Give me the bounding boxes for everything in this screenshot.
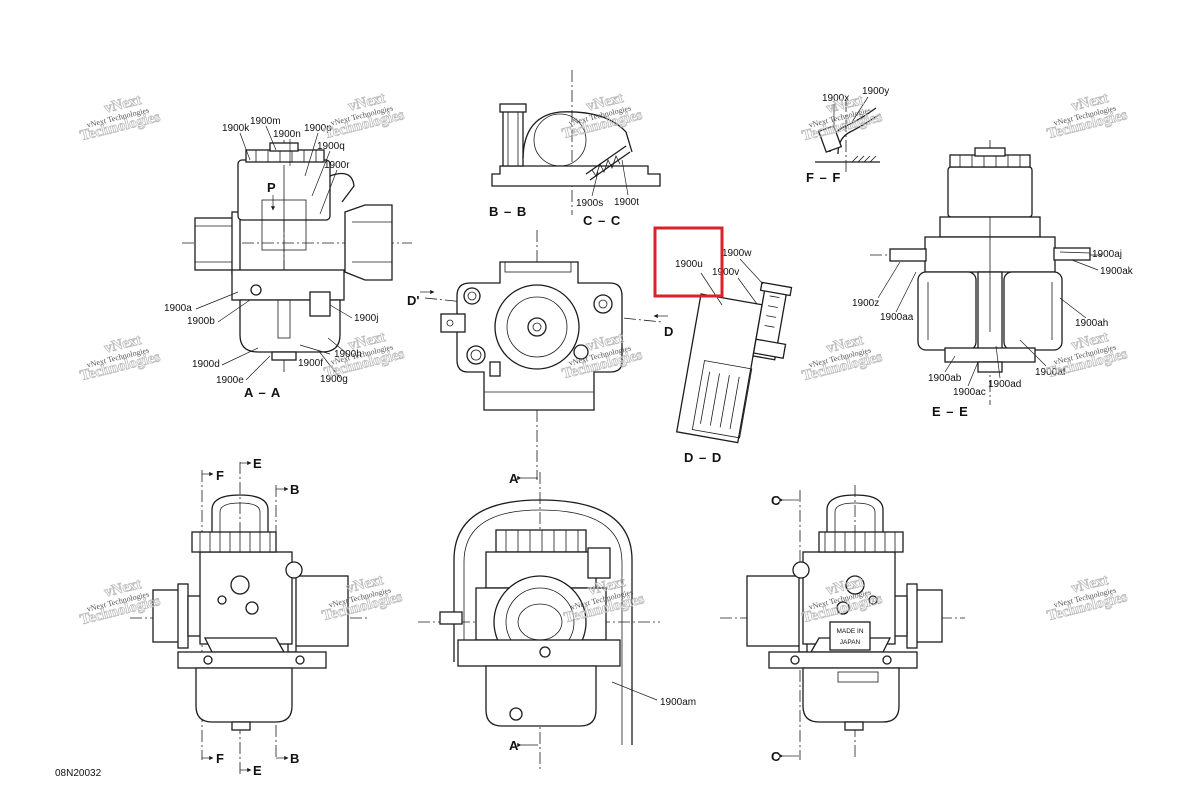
callout-1900f: 1900f: [298, 358, 323, 369]
section-marker-f-top: F: [216, 468, 224, 483]
view-a-a: P 1900k 1900m 1900n 1900p 1900q 1900r 19…: [164, 116, 412, 400]
view-side-left: F E B F E B: [130, 456, 370, 778]
callout-1900t: 1900t: [614, 197, 639, 208]
callout-1900u: 1900u: [675, 259, 703, 270]
callouts-a-a: 1900k 1900m 1900n 1900p 1900q 1900r 1900…: [164, 116, 378, 386]
view-front: A A 1900am: [418, 471, 696, 772]
callout-1900ac: 1900ac: [953, 387, 986, 398]
callout-1900ad: 1900ad: [988, 379, 1021, 390]
callout-1900am: 1900am: [660, 697, 696, 708]
intake-bore: [194, 211, 241, 275]
vent-tube: [453, 499, 633, 745]
view-b-b-c-c: 1900s 1900t B – B C – C: [489, 70, 661, 228]
flow-marker: P: [267, 180, 276, 211]
callout-1900aj: 1900aj: [1092, 249, 1122, 260]
view-title-c-c: C – C: [583, 213, 621, 228]
view-title-f-f: F – F: [806, 170, 841, 185]
view-title-a-a: A – A: [244, 385, 281, 400]
callout-1900n: 1900n: [273, 129, 301, 140]
callout-1900y: 1900y: [862, 86, 889, 97]
section-marker-b-bottom: B: [290, 751, 299, 766]
callout-1900k: 1900k: [222, 123, 250, 134]
plate-line-2: JAPAN: [840, 639, 861, 646]
float-bowl: [231, 269, 345, 361]
e-e-left-fitting: [889, 248, 927, 262]
e-e-chamber: [939, 147, 1041, 238]
e-e-right-fitting: [1053, 247, 1091, 261]
d-d-body: [675, 281, 793, 444]
carburetor-side-body-left: [152, 494, 349, 731]
highlight-box: [653, 226, 724, 298]
callout-1900h: 1900h: [334, 349, 362, 360]
section-marker-c-bottom: C: [771, 749, 781, 764]
section-marker-e-bottom: E: [253, 763, 262, 778]
made-in-plate: MADE IN JAPAN: [829, 621, 879, 683]
section-marker-a-bottom: A: [509, 738, 519, 753]
plate-line-1: MADE IN: [836, 628, 863, 635]
view-f-f: 1900x 1900y F – F: [806, 86, 889, 185]
callout-1900af: 1900af: [1035, 367, 1066, 378]
pilot-tube: [499, 103, 527, 167]
throttle-bore: [494, 284, 580, 370]
callout-1900p: 1900p: [304, 123, 332, 134]
callout-1900e: 1900e: [216, 375, 244, 386]
document-code: 08N20032: [55, 768, 102, 779]
section-marker-b-top: B: [290, 482, 299, 497]
callout-1900x: 1900x: [822, 93, 849, 104]
callout-1900q: 1900q: [317, 141, 345, 152]
view-title-b-b: B – B: [489, 204, 527, 219]
throttle-lever: [440, 313, 466, 333]
mixing-chamber: [237, 142, 331, 322]
callout-1900z: 1900z: [852, 298, 879, 309]
callout-1900ak: 1900ak: [1100, 266, 1134, 277]
section-marker-d: D: [664, 324, 673, 339]
callout-1900s: 1900s: [576, 198, 603, 209]
view-d-d: 1900u 1900w 1900v D – D: [653, 226, 793, 465]
callout-1900ah: 1900ah: [1075, 318, 1108, 329]
callout-1900r: 1900r: [324, 160, 350, 171]
section-marker-e-top: E: [253, 456, 262, 471]
callout-1900w: 1900w: [722, 248, 752, 259]
section-marker-c-top: C: [771, 493, 781, 508]
section-marker-a-top: A: [509, 471, 519, 486]
view-e-e: 1900aj 1900ak 1900z 1900aa 1900ah 1900ab…: [852, 140, 1134, 419]
callout-1900aa: 1900aa: [880, 312, 914, 323]
air-funnel: [329, 172, 393, 281]
callout-1900v: 1900v: [712, 267, 739, 278]
view-side-right: MADE IN JAPAN C C: [720, 485, 965, 764]
view-title-d-d: D – D: [684, 450, 722, 465]
section-marker-f-bottom: F: [216, 751, 224, 766]
e-e-floats: [917, 271, 1063, 351]
throttle-clamp: [522, 111, 633, 181]
callout-1900b: 1900b: [187, 316, 215, 327]
mounting-bosses: [463, 287, 613, 377]
callout-1900a: 1900a: [164, 303, 192, 314]
marker-p: P: [267, 180, 276, 195]
callout-1900ab: 1900ab: [928, 373, 962, 384]
view-title-e-e: E – E: [932, 404, 969, 419]
callout-1900j: 1900j: [354, 313, 378, 324]
callout-1900g: 1900g: [320, 374, 348, 385]
view-top: D' D: [407, 230, 673, 480]
callout-1900d: 1900d: [192, 359, 220, 370]
callout-1900m: 1900m: [250, 116, 281, 127]
section-marker-d-prime: D': [407, 293, 419, 308]
